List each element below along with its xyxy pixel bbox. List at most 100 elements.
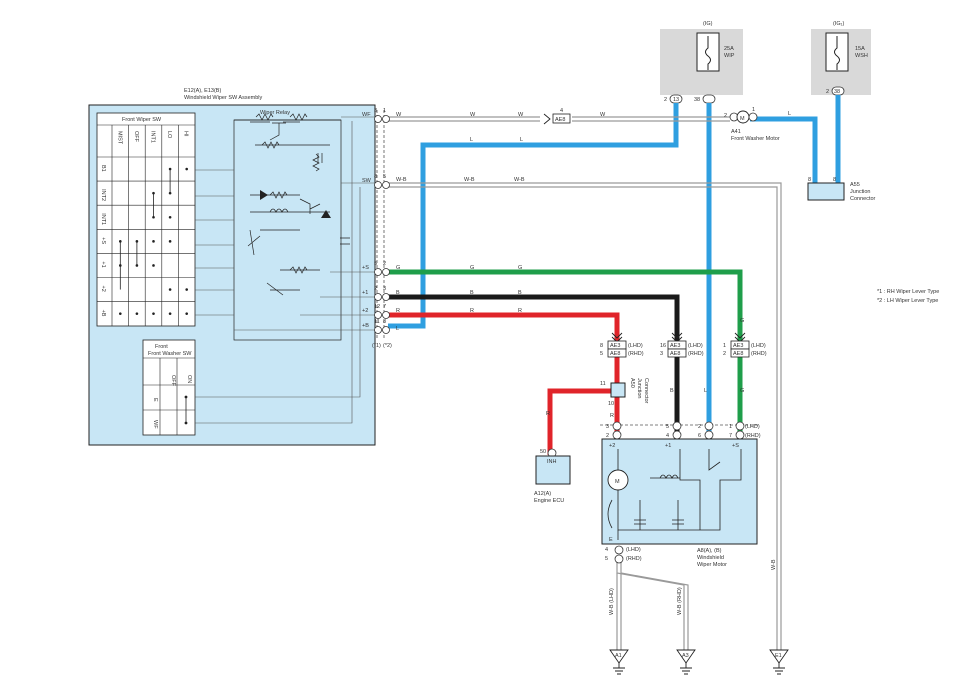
terminal-pin: [374, 268, 382, 276]
assembly-name: Windshield Wiper SW Assembly: [184, 95, 262, 101]
sw-row-plusb: +B: [100, 310, 106, 317]
wire-label-l: L: [470, 137, 473, 143]
ground-wire-label-rhd: W-B (RHD): [677, 587, 683, 615]
wire-label-l: L: [788, 111, 791, 117]
wiper-motor-name-1: Windshield: [697, 555, 724, 561]
wire-label-w: W: [396, 112, 402, 118]
wire-label-wb: W-B: [464, 177, 475, 183]
terminal-pin: [382, 293, 390, 301]
wire-label-b: B: [518, 290, 522, 296]
sw-col-hi: HI: [183, 131, 189, 137]
washer-col-off: OFF: [170, 375, 176, 387]
fuse-wip-rating: 25A: [724, 46, 734, 52]
wiper-motor-lhd: (LHD): [626, 547, 641, 553]
a50-label-1: Junction: [636, 378, 642, 399]
wire-label-l: L: [396, 326, 399, 332]
conn-rhd: (RHD): [688, 351, 704, 357]
fuse-wip-pin-label-38: 38: [694, 97, 700, 103]
front-wiper-sw-title: Front Wiper SW: [122, 117, 162, 123]
wire-label-g: G: [740, 318, 744, 324]
a55-pin: 8: [833, 177, 836, 183]
terminal-pin-a: 5: [374, 261, 377, 267]
ground-label: A1: [615, 653, 622, 659]
sw-row-b1: B1: [100, 165, 106, 172]
washer-motor-name: Front Washer Motor: [731, 136, 780, 142]
terminal-pin: [374, 293, 382, 301]
sw-col-int1: INT1: [150, 131, 156, 143]
wire-label-b: B: [670, 388, 674, 394]
ae8-label: AE8: [555, 117, 565, 123]
a50-pin-top: 11: [600, 381, 606, 387]
wire-label-g: G: [470, 265, 474, 271]
wire-wb: [388, 182, 782, 650]
fuse-wsh-pin-label-38: 38: [834, 89, 840, 95]
terminal-pin-a: 3: [374, 108, 377, 114]
terminal-pin-a: 2: [374, 286, 377, 292]
wiper-relay-label: Wiper Relay: [260, 110, 290, 116]
ae3-label: AE3: [670, 343, 680, 349]
front-washer-motor: 2 M 1 A41 Front Washer Motor: [724, 107, 780, 142]
sw-row-pluss: +S: [100, 237, 106, 244]
motor-pin-label: 5: [666, 424, 669, 430]
wire-label-l: L: [704, 388, 707, 394]
conn-lhd: (LHD): [628, 343, 643, 349]
wire-label-b: B: [396, 290, 400, 296]
junction-a55: 8 8 A55 Junction Connector: [807, 177, 876, 202]
wire-black-plus-1: [388, 294, 680, 342]
terminal-pin: [382, 115, 390, 123]
terminal-pin: [374, 181, 382, 189]
washer-motor-symbol: M: [740, 116, 745, 122]
motor-terminal-plus1: +1: [665, 443, 671, 449]
terminal-star-2: (*2): [383, 343, 392, 349]
washer-motor-pin: 2: [724, 113, 727, 119]
washer-row-wf: WF: [152, 420, 158, 429]
fuse-wip-name: WIP: [724, 53, 735, 59]
wire-labels: W W W W L L L W-B W-B W-B G G G B B B R …: [396, 111, 791, 570]
fuse-wsh-source: (IG₁): [833, 21, 844, 27]
conn-pin: 16: [660, 343, 666, 349]
notes: *1 : RH Wiper Lever Type *2 : LH Wiper L…: [877, 289, 939, 304]
wire-label-g: G: [518, 265, 522, 271]
terminal-name: +2: [362, 308, 368, 314]
washer-sw-title: Front Washer SW: [148, 351, 192, 357]
motor-pin-label: 2: [698, 424, 701, 430]
a55-label-1: Junction: [850, 189, 871, 195]
wire-label-g: G: [396, 265, 400, 271]
conn-pin: 5: [600, 351, 603, 357]
wire-label-r: R: [518, 308, 522, 314]
fuse-wsh-rating: 15A: [855, 46, 865, 52]
ae8-label: AE8: [670, 351, 680, 357]
terminal-name: +B: [362, 323, 369, 329]
ae3-label: AE3: [733, 343, 743, 349]
wire-label-w: W: [518, 112, 524, 118]
terminal-pin: [374, 115, 382, 123]
wire-blue-l: [388, 103, 679, 329]
fuse-wip-pin-38: [702, 94, 716, 104]
motor-terminal-plus2: +2: [609, 443, 615, 449]
ground-label: A3: [682, 653, 689, 659]
junction-a50: 11 10 A50 Junction Connector: [600, 378, 649, 407]
wire-red-ecu: [547, 388, 617, 455]
motor-pin-label: 6: [698, 433, 701, 439]
wiper-motor-pin-4: 4: [605, 547, 608, 553]
ecu-code: A12(A): [534, 491, 551, 497]
wire-label-g: G: [740, 388, 744, 394]
motor-pin-label: 3: [606, 424, 609, 430]
a50-pin-bot: 10: [608, 401, 614, 407]
conn-pin: 8: [600, 343, 603, 349]
wire-label-w: W: [470, 112, 476, 118]
relay-circuit: [233, 113, 350, 341]
terminal-pin-b: 3: [383, 286, 386, 292]
washer-sw-title-1: Front: [155, 344, 168, 350]
conn-pin: 3: [660, 351, 663, 357]
ground-label: E1: [775, 653, 782, 659]
conn-lhd: (LHD): [688, 343, 703, 349]
motor-pin-lhd: (LHD): [745, 424, 760, 430]
wire-label-r: R: [546, 411, 550, 417]
wiper-sw-assembly: E12(A), E13(B) Windshield Wiper SW Assem…: [88, 88, 377, 446]
terminal-pin-b: 2: [383, 261, 386, 267]
fuse-wip-pin-label: 13: [673, 97, 679, 103]
